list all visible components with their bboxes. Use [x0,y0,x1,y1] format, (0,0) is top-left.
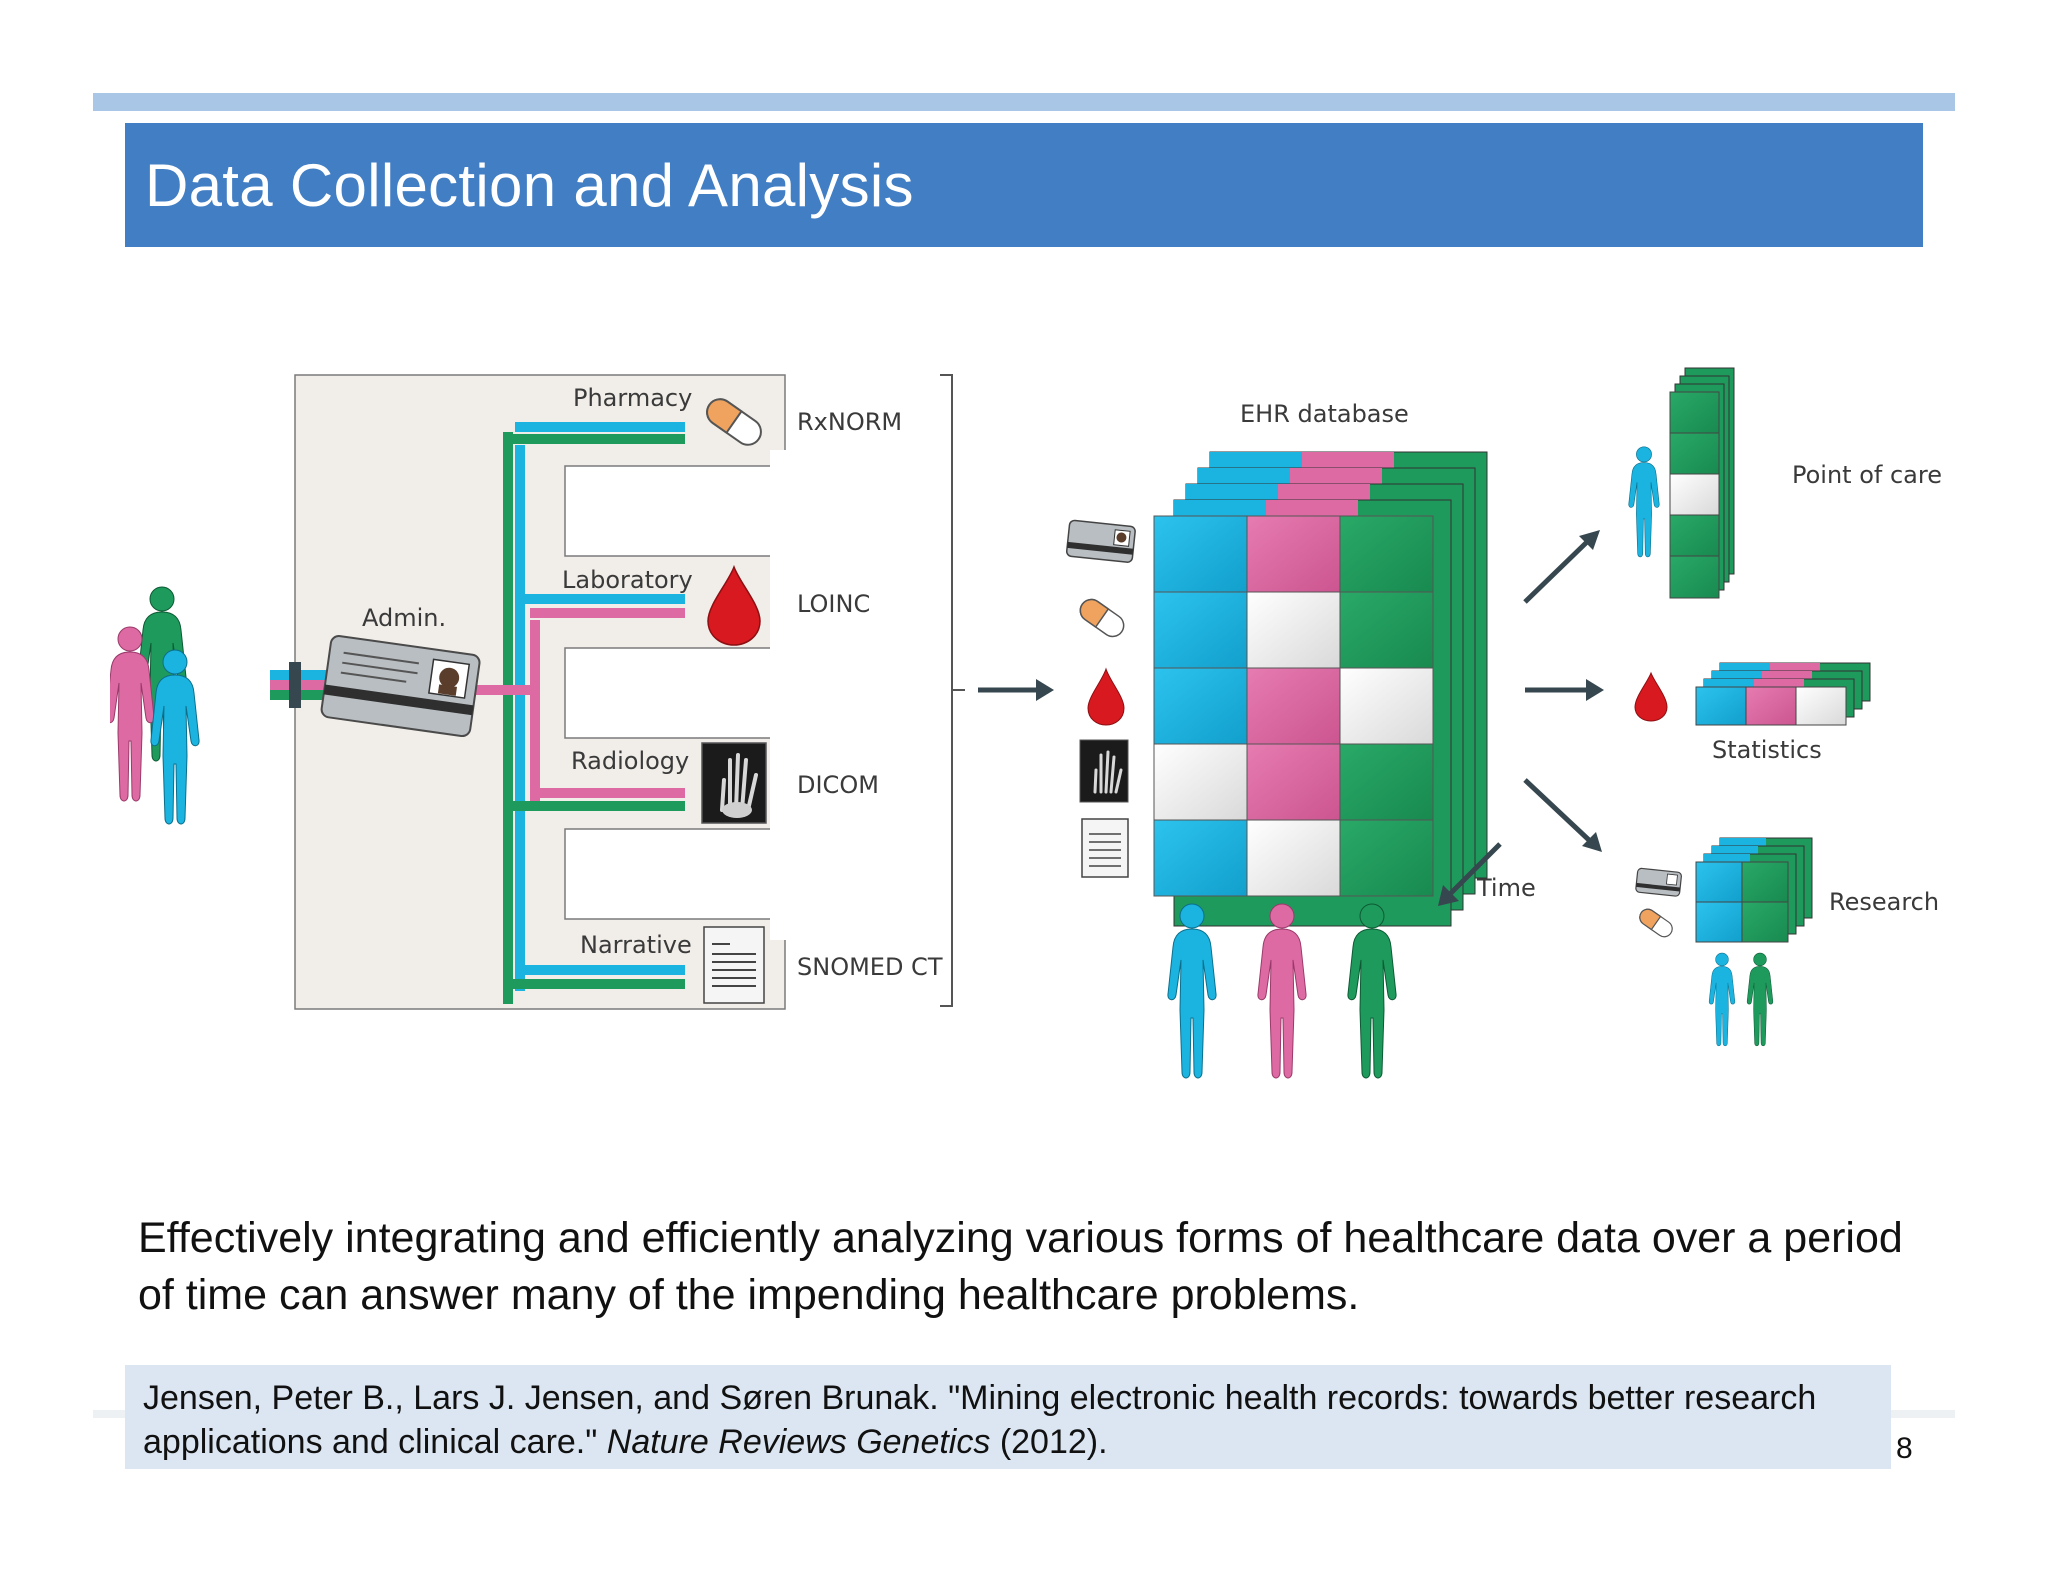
arrow-to-point-of-care [1523,530,1600,604]
department-label-radiology: Radiology [571,747,689,775]
standard-label-rxnorm: RxNORM [797,408,902,436]
patient-group-left [110,586,200,825]
record-pill-icon [1079,598,1125,638]
document-icon [703,926,765,1004]
time-label: Time [1476,874,1536,902]
arrow-to-database [978,679,1054,701]
citation-suffix: (2012). [990,1423,1108,1461]
department-label-pharmacy: Pharmacy [573,384,692,412]
record-card-icon [1065,519,1136,563]
department-label-laboratory: Laboratory [562,566,693,594]
admin-id-card-icon [320,635,481,738]
standard-label-snomed-ct: SNOMED CT [797,953,943,981]
citation-journal: Nature Reviews Genetics [606,1423,991,1461]
output-label-point-of-care: Point of care [1792,461,1942,489]
citation-prefix: Jensen, Peter B., Lars J. Jensen, and Sø… [143,1379,1817,1461]
ehr-database-stack [1153,451,1488,927]
statistics-table-stack [1695,662,1871,726]
record-blood-drop-icon [1087,667,1125,726]
point-of-care-record-stack [1669,367,1735,599]
arrow-to-statistics [1525,679,1604,701]
research-patient-group [1708,952,1774,1047]
research-id-card-icon [1635,867,1682,897]
citation-box: Jensen, Peter B., Lars J. Jensen, and Sø… [125,1365,1891,1469]
summary-text: Effectively integrating and efficiently … [138,1214,1903,1319]
slide-title: Data Collection and Analysis [145,151,914,219]
time-arrow [1438,842,1502,906]
record-document-icon [1081,818,1129,878]
research-pill-icon [1639,908,1673,938]
record-xray-icon [1079,739,1129,803]
top-accent-rule [93,93,1955,111]
output-label-statistics: Statistics [1712,736,1822,764]
department-label-narrative: Narrative [580,931,692,959]
point-of-care-patient [1628,446,1660,558]
xray-hand-icon [701,742,767,824]
page-number: 8 [1896,1432,1913,1465]
title-bar: Data Collection and Analysis [125,123,1923,247]
standard-label-loinc: LOINC [797,590,870,618]
arrow-to-research [1523,778,1602,852]
statistics-blood-drop-icon [1634,671,1668,722]
patient-group-database [1167,903,1397,1079]
standards-bracket [940,374,965,1007]
output-label-research: Research [1829,888,1939,916]
research-record-stack [1695,837,1813,943]
database-label: EHR database [1240,400,1409,428]
pill-icon [706,398,762,446]
blood-drop-icon [707,564,761,646]
standard-label-dicom: DICOM [797,771,879,799]
ehr-diagram: Admin. Pharmacy Laboratory Radiology Nar… [110,350,1950,1090]
admin-label: Admin. [362,604,446,632]
